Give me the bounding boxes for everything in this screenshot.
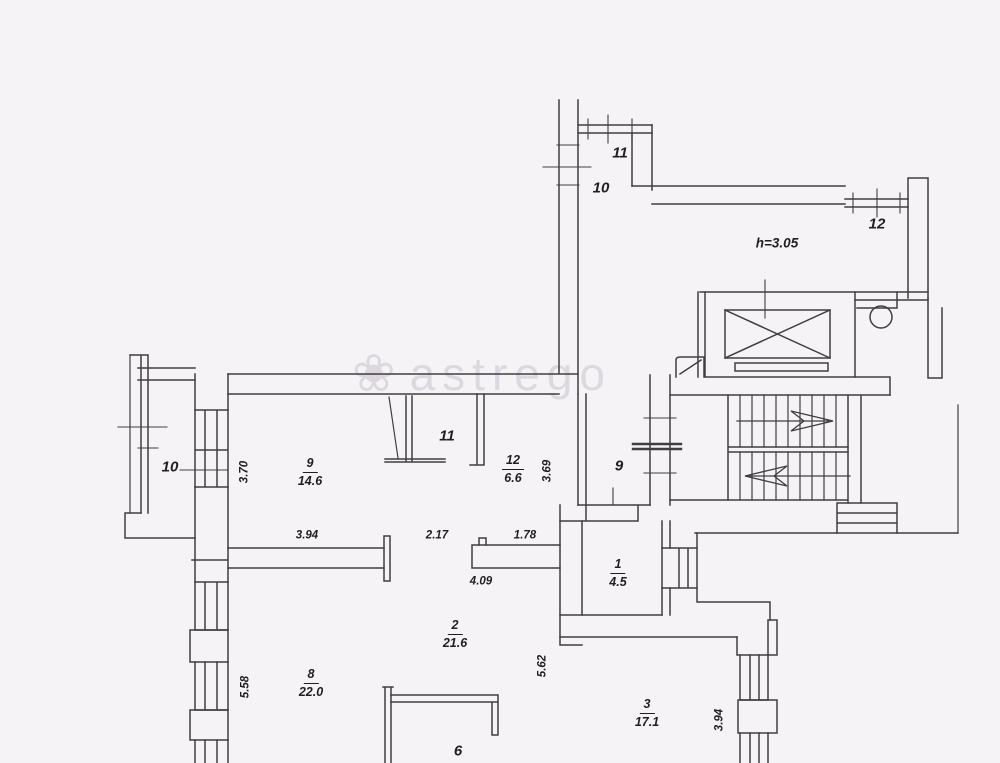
label-room-3: 3 17.1 bbox=[635, 698, 659, 728]
label-room-2: 2 21.6 bbox=[443, 619, 467, 649]
label-room-6: 6 bbox=[453, 742, 463, 760]
room-3-area: 17.1 bbox=[634, 714, 660, 729]
room-1-number: 1 bbox=[610, 558, 626, 574]
dim-2-17: 2.17 bbox=[425, 529, 449, 542]
label-room-12: 12 6.6 bbox=[502, 454, 524, 484]
dim-3-94-top: 3.94 bbox=[295, 529, 319, 542]
room6-partition bbox=[382, 686, 499, 763]
label-corridor-9: 9 bbox=[614, 457, 624, 475]
room-2-number: 2 bbox=[447, 619, 463, 635]
dim-3-69: 3.69 bbox=[541, 459, 554, 483]
entrance-area bbox=[694, 404, 959, 534]
dim-5-58: 5.58 bbox=[239, 675, 252, 699]
elevator-shaft bbox=[724, 309, 831, 359]
corridor-walls bbox=[227, 373, 651, 522]
elevator-x bbox=[724, 309, 831, 359]
room-2-area: 21.6 bbox=[442, 635, 468, 650]
top-walls bbox=[542, 99, 943, 395]
label-closet-11: 11 bbox=[439, 427, 455, 445]
stair-arrow-up bbox=[736, 410, 834, 432]
label-room-9: 9 14.6 bbox=[298, 457, 322, 487]
room-8-number: 8 bbox=[303, 668, 319, 684]
elevator-door bbox=[734, 362, 829, 372]
left-facade bbox=[117, 354, 229, 763]
room-12-number: 12 bbox=[502, 454, 524, 470]
room-9-number: 9 bbox=[302, 457, 318, 473]
room-1-area: 4.5 bbox=[609, 574, 627, 589]
label-room-8: 8 22.0 bbox=[299, 668, 323, 698]
room-12-area: 6.6 bbox=[504, 470, 522, 485]
closet-partitions bbox=[384, 393, 485, 466]
dim-5-62: 5.62 bbox=[536, 654, 549, 678]
room-3-number: 3 bbox=[639, 698, 655, 714]
stairwell bbox=[631, 374, 891, 506]
dim-3-70: 3.70 bbox=[238, 460, 251, 484]
stair-arrow-down bbox=[744, 465, 851, 487]
elevator-block bbox=[675, 279, 898, 396]
dim-1-78: 1.78 bbox=[513, 529, 537, 542]
room-8-area: 22.0 bbox=[298, 684, 324, 699]
door-swing bbox=[675, 356, 705, 378]
room-9-area: 14.6 bbox=[297, 473, 323, 488]
label-loggia-12: 12 bbox=[868, 215, 886, 233]
dim-3-94-right: 3.94 bbox=[713, 708, 726, 732]
label-ceiling-height: h=3.05 bbox=[755, 235, 799, 251]
label-room-1: 1 4.5 bbox=[609, 558, 626, 588]
label-balcony-10: 10 bbox=[161, 458, 179, 476]
hall-walls bbox=[227, 504, 778, 656]
garbage-chute-circle bbox=[869, 305, 893, 329]
label-loggia-10: 10 bbox=[592, 179, 610, 197]
label-loggia-11: 11 bbox=[612, 144, 628, 162]
right-facade bbox=[737, 654, 778, 763]
dim-4-09: 4.09 bbox=[469, 575, 493, 588]
